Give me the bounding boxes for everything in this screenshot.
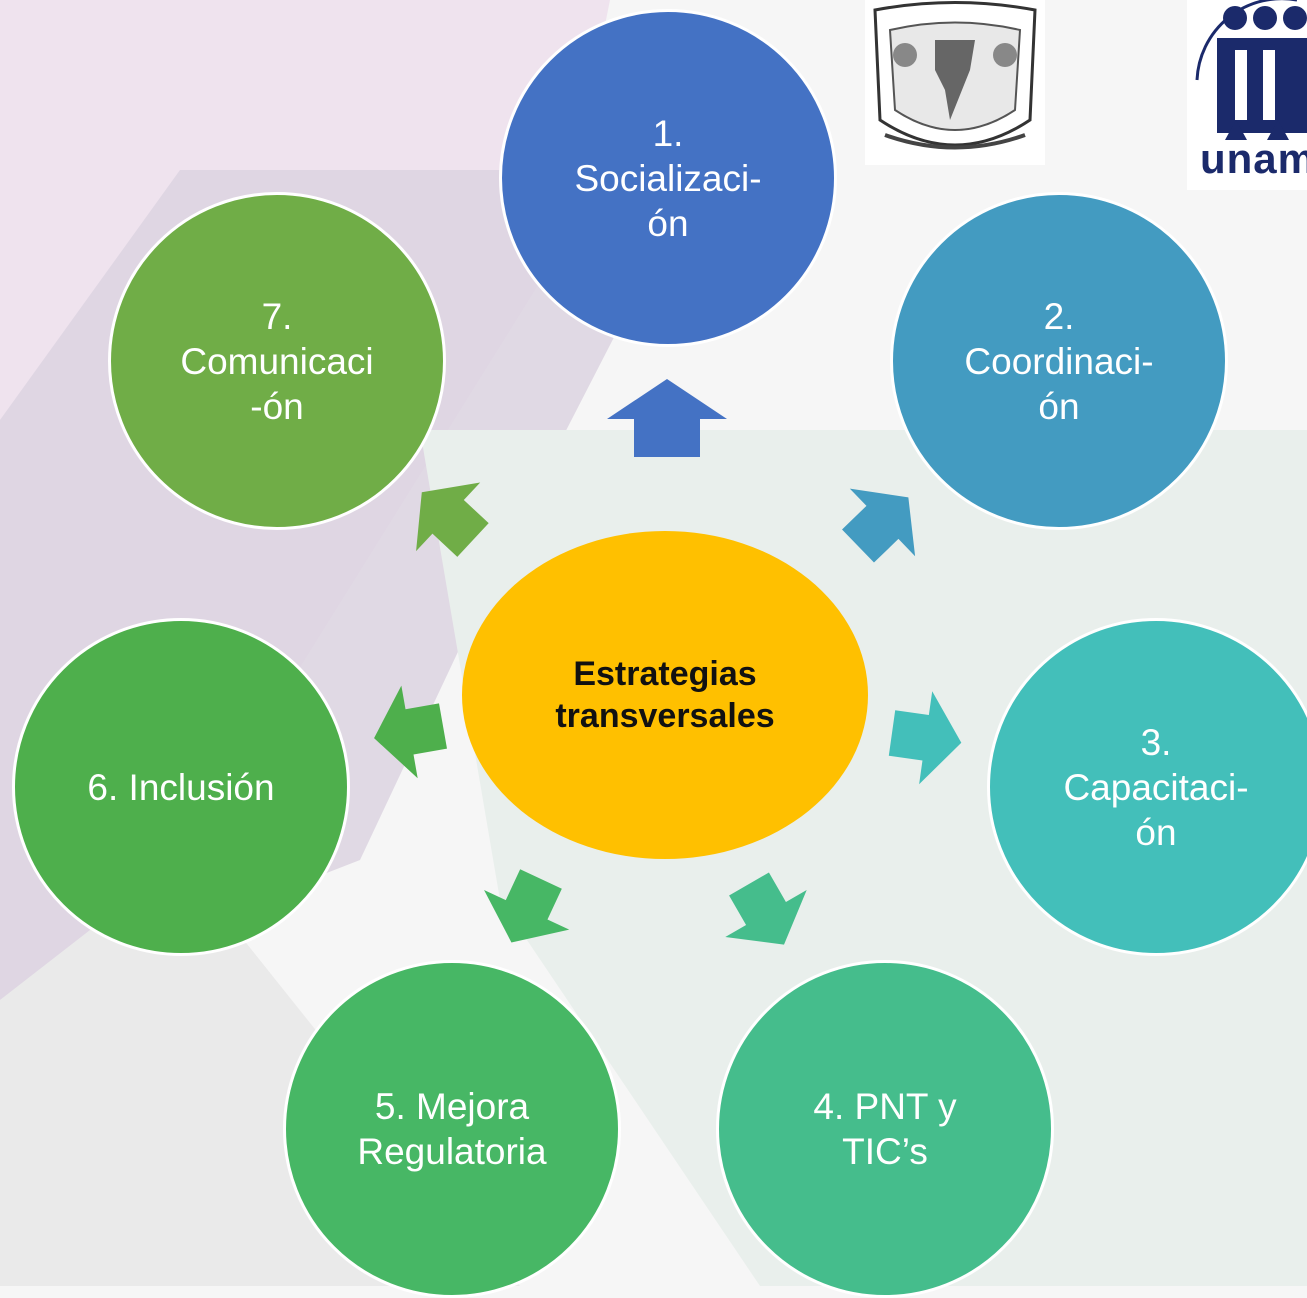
arrow-to-node-7 — [416, 482, 489, 557]
center-node-label: Estrategias transversales — [555, 655, 775, 735]
arrow-to-node-2 — [842, 488, 916, 563]
unam-seal-icon — [865, 0, 1045, 165]
arrow-to-node-4 — [725, 872, 807, 945]
arrow-to-node-6 — [374, 685, 447, 779]
node-3-label: 3. Capacitaci- ón — [1063, 721, 1249, 853]
arrow-to-node-1 — [607, 379, 727, 457]
node-1-socializacion: 1. Socializaci- ón — [499, 9, 837, 347]
node-5-label: 5. Mejora Regulatoria — [357, 1086, 547, 1172]
node-2-coordinacion: 2. Coordinaci- ón — [890, 192, 1228, 530]
iij-logo-text: unam — [1200, 135, 1307, 182]
iij-logo-icon — [1187, 0, 1307, 190]
arrow-to-node-5 — [484, 869, 570, 943]
node-1-label: 1. Socializaci- ón — [574, 112, 762, 244]
node-7-comunicacion: 7. Comunicaci -ón — [108, 192, 446, 530]
node-4-pnt-tics: 4. PNT y TIC’s — [716, 960, 1054, 1298]
arrow-to-node-3 — [888, 691, 962, 785]
node-5-mejora-regulatoria: 5. Mejora Regulatoria — [283, 960, 621, 1298]
node-6-label: 6. Inclusión — [87, 766, 275, 808]
node-4-label: 4. PNT y TIC’s — [813, 1086, 957, 1172]
node-2-label: 2. Coordinaci- ón — [964, 295, 1154, 427]
node-7-label: 7. Comunicaci -ón — [180, 295, 374, 427]
node-6-inclusion: 6. Inclusión — [12, 618, 350, 956]
center-node: Estrategias transversales — [462, 531, 868, 859]
node-3-capacitacion: 3. Capacitaci- ón — [987, 618, 1307, 956]
